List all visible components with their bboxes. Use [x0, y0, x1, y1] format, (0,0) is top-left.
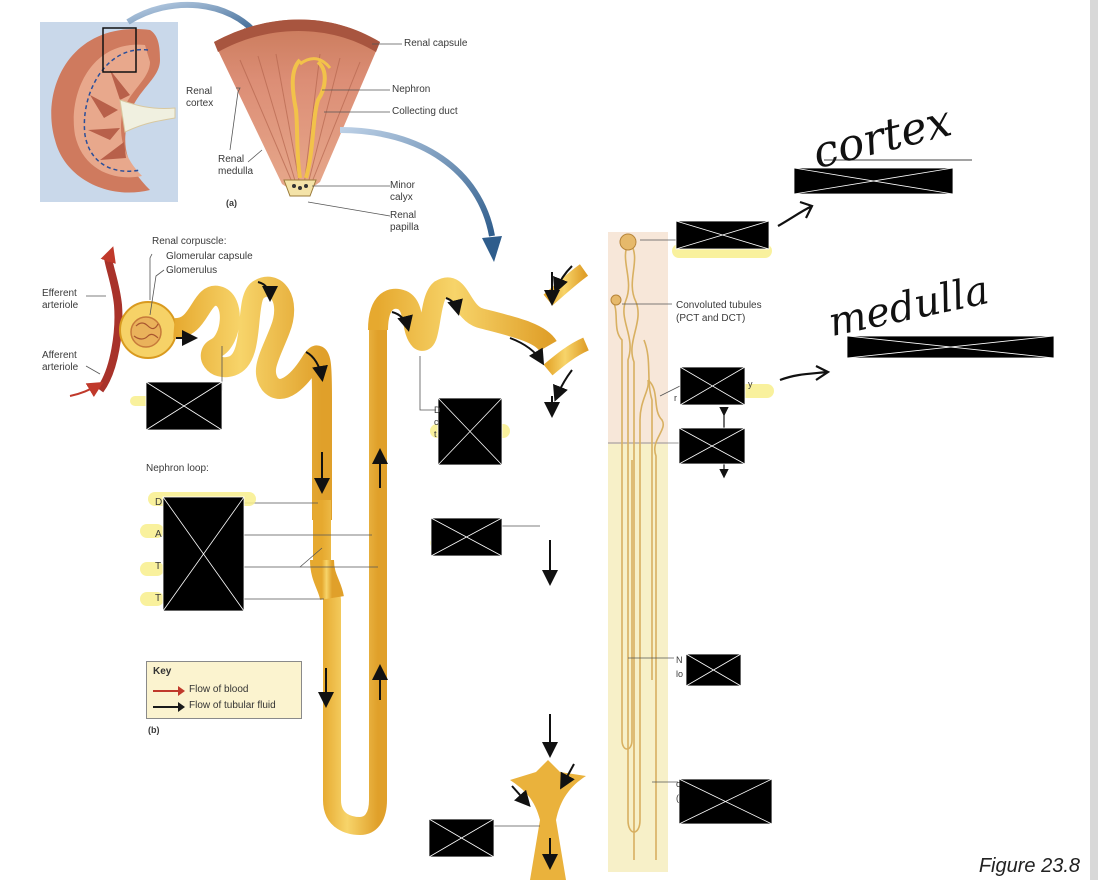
label-renal-medulla-2: medulla [218, 166, 254, 177]
figure-caption: Figure 23.8 [978, 855, 1080, 877]
label-efferent-2: arteriole [42, 300, 79, 311]
redaction-box [675, 220, 770, 250]
label-dct-fragment-1: D [434, 405, 441, 415]
label-glomerulus: Glomerulus [166, 265, 218, 276]
label-dct-fragment-3: t [434, 429, 437, 439]
label-renal-papilla-1: Renal [390, 210, 417, 221]
glomerulus [130, 316, 162, 348]
panel-a-leaders [229, 43, 402, 217]
label-panel-c-fragment-4: lo [676, 669, 684, 679]
zoom-arrow-2-head [482, 236, 502, 262]
collecting-duct-branch-2 [543, 337, 589, 376]
redaction-box [145, 381, 223, 431]
panel-c-leaders [622, 239, 681, 783]
label-nephron-loop: Nephron loop: [146, 463, 209, 474]
label-panel-c-fragment-6: ( [676, 793, 679, 803]
handwritten-arrow-cortex [777, 200, 814, 227]
label-panel-a: (a) [226, 198, 237, 208]
label-loop-fragment-d: D [155, 497, 163, 508]
label-convoluted-tubules-1: Convoluted tubules [676, 300, 762, 311]
redaction-box [678, 778, 773, 825]
label-collecting-duct: Collecting duct [392, 106, 458, 117]
long-nephron-tubules [611, 243, 665, 860]
label-renal-cortex-2: cortex [186, 98, 214, 109]
redaction-box [437, 397, 503, 466]
label-afferent-2: arteriole [42, 362, 79, 373]
label-panel-c-fragment-1: y [748, 379, 753, 389]
label-renal-cortex-1: Renal [186, 86, 213, 97]
label-renal-papilla-2: papilla [390, 222, 419, 233]
redaction-box [162, 496, 245, 612]
panel-c-cortex-band [608, 232, 668, 444]
tubular-flow-arrows [176, 265, 575, 870]
label-panel-c-fragment-3: N [676, 655, 683, 665]
key-fluid-arrow [153, 702, 185, 712]
thick-descending-segment [310, 559, 344, 601]
key-legend: Key Flow of blood Flow of tubular fluid [146, 661, 302, 719]
label-loop-fragment-t1: T [155, 561, 162, 572]
papillary-duct [510, 760, 586, 880]
kidney-section [40, 22, 178, 202]
label-dct-fragment-2: c [434, 417, 439, 427]
label-panel-c-fragment-5: c [676, 779, 681, 789]
distal-convoluted-tubule [368, 277, 557, 353]
label-renal-capsule: Renal capsule [404, 38, 468, 49]
redaction-box [678, 427, 746, 465]
key-blood-arrow [153, 686, 185, 696]
redaction-boxes [145, 167, 1055, 858]
key-blood-label: Flow of blood [189, 684, 249, 695]
label-nephron: Nephron [392, 84, 431, 95]
label-renal-medulla-1: Renal [218, 154, 245, 165]
label-loop-fragment-t2: T [155, 593, 162, 604]
label-loop-fragment-a: A [155, 529, 162, 540]
key-fluid-label: Flow of tubular fluid [189, 700, 276, 711]
panel-c-corpuscle [619, 233, 637, 251]
label-minor-calyx-2: calyx [390, 192, 413, 203]
label-efferent-1: Efferent [42, 288, 77, 299]
zoom-arrow-2 [339, 127, 495, 237]
label-convoluted-tubules-2: (PCT and DCT) [676, 313, 746, 324]
panel-b-leaders [85, 253, 540, 827]
redaction-box [428, 818, 495, 858]
afferent-flow-arrow [69, 381, 104, 398]
label-panel-b: (b) [148, 725, 160, 735]
redaction-box [846, 335, 1055, 359]
blood-vessel [96, 257, 123, 393]
label-afferent-1: Afferent [42, 350, 77, 361]
window-right-edge [1090, 0, 1098, 880]
label-panel-c-fragment-2: r [674, 393, 677, 403]
redaction-box [430, 517, 503, 557]
handwritten-arrow-medulla [779, 365, 831, 382]
label-glomerular-capsule: Glomerular capsule [166, 251, 253, 262]
proximal-convoluted-tubule [173, 276, 332, 520]
key-title: Key [153, 666, 172, 677]
redaction-box [685, 653, 742, 687]
label-minor-calyx-1: Minor [390, 180, 416, 191]
label-renal-corpuscle: Renal corpuscle: [152, 236, 227, 247]
renal-pyramid-wedge [214, 19, 380, 197]
zoom-arrow-1 [126, 1, 261, 38]
panel-c-corpuscle-2 [610, 294, 622, 306]
redaction-box [679, 366, 746, 406]
redaction-box [793, 167, 954, 195]
efferent-flow-arrow [100, 246, 116, 264]
capillary-loops [133, 322, 159, 340]
